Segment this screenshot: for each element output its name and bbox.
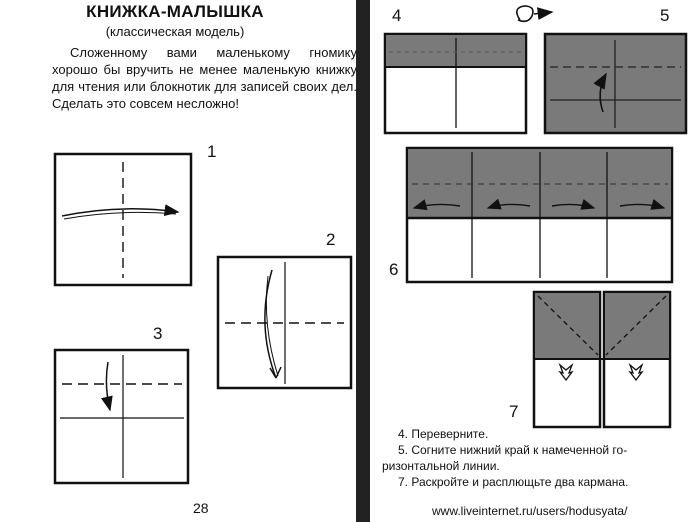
step6-diagram	[405, 146, 674, 284]
instruction-5: 5. Согните нижний край к намеченной го-	[398, 443, 628, 457]
step-number-4: 4	[392, 6, 402, 25]
step2-square	[216, 255, 353, 390]
step-number-3: 3	[153, 324, 163, 343]
instruction-7: 7. Раскройте и расплющьте два кармана.	[398, 475, 629, 489]
step-number-5: 5	[660, 6, 670, 25]
step-number-7: 7	[509, 402, 519, 421]
intro-text: Сложенному вами маленькому гномику хорош…	[52, 45, 357, 111]
turn-over-icon	[516, 5, 554, 23]
instruction-5-cont: ризонтальной линии.	[382, 459, 500, 473]
page-number-left: 28	[193, 500, 209, 516]
step4-diagram	[383, 32, 528, 135]
intro-paragraph: Сложенному вами маленькому гномику хорош…	[52, 44, 357, 112]
book-title: КНИЖКА-МАЛЫШКА	[86, 2, 264, 21]
step1-square	[53, 152, 193, 287]
step-number-6: 6	[389, 260, 399, 279]
step5-diagram	[543, 32, 688, 135]
page-gutter	[356, 0, 370, 522]
watermark-url: www.liveinternet.ru/users/hodusyata/	[430, 504, 630, 518]
step3-square	[53, 348, 190, 485]
step7-diagram	[532, 290, 672, 429]
step-number-1: 1	[207, 142, 217, 161]
instruction-4: 4. Переверните.	[398, 427, 489, 441]
instructions-list: 4. Переверните. 5. Согните нижний край к…	[382, 426, 694, 490]
book-subtitle: (классическая модель)	[105, 24, 245, 39]
step-number-2: 2	[326, 230, 336, 249]
